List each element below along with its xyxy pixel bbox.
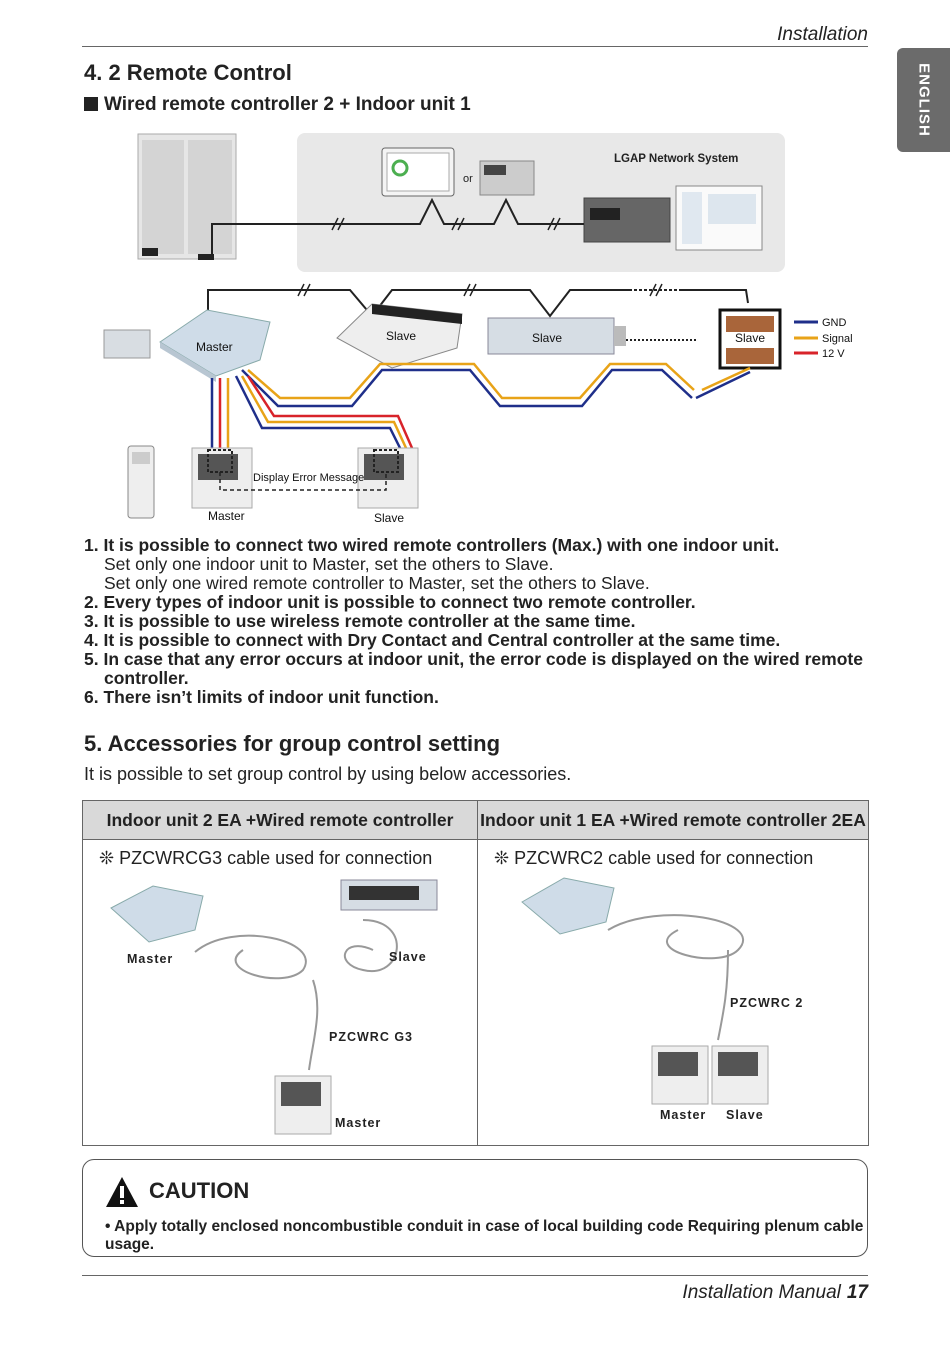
cassette-unit-image [110, 885, 204, 943]
wired-controller-image [274, 1075, 332, 1135]
left-controller-label: Master [335, 1116, 382, 1130]
section-4-subtitle-text: Wired remote controller 2 + Indoor unit … [104, 94, 471, 115]
wireless-remote-image [127, 445, 155, 519]
note-6: 6. There isn’t limits of indoor unit fun… [84, 687, 439, 707]
left-master-unit-label: Master [127, 952, 174, 966]
or-label: or [463, 173, 473, 185]
slave-unit-label-2: Slave [532, 331, 562, 345]
note-4: 4. It is possible to connect with Dry Co… [84, 630, 781, 650]
footer-rule [82, 1275, 868, 1276]
caution-title: CAUTION [149, 1178, 250, 1203]
slave-unit-label-1: Slave [386, 329, 416, 343]
notes-list: 1. It is possible to connect two wired r… [84, 536, 874, 707]
wiring-diagram: LGAP Network System or Master [103, 133, 853, 525]
dry-contact-image [103, 329, 151, 359]
master-cassette-image [159, 309, 271, 382]
art-cool-unit-image [718, 308, 782, 370]
duct-unit-image [340, 879, 438, 911]
legend-12v: 12 V [822, 348, 845, 360]
section-4-subtitle: Wired remote controller 2 + Indoor unit … [84, 94, 471, 116]
right-slave-label: Slave [726, 1108, 764, 1122]
footer-manual-title: Installation Manual [682, 1282, 841, 1303]
table-cell-left: ❊ PZCWRCG3 cable used for connection Mas… [82, 839, 478, 1146]
note-1: 1. It is possible to connect two wired r… [84, 535, 780, 555]
square-bullet-icon [84, 97, 98, 111]
note-5: 5. In case that any error occurs at indo… [84, 649, 863, 688]
outdoor-unit-image [137, 133, 237, 260]
legend-signal: Signal [822, 333, 853, 345]
right-cable-label: PZCWRC 2 [730, 996, 804, 1010]
language-tab-label: ENGLISH [915, 63, 932, 137]
legend-gnd: GND [822, 317, 847, 329]
pc-screen-image [675, 185, 763, 251]
caution-box: CAUTION • Apply totally enclosed noncomb… [82, 1159, 868, 1257]
master-wired-controller-image [191, 447, 253, 509]
right-cable-note: ❊ PZCWRC2 cable used for connection [494, 848, 814, 868]
header-rule [82, 46, 868, 47]
touch-controller-image [381, 147, 455, 197]
left-cable-label: PZCWRC G3 [329, 1030, 413, 1044]
slave-controller-label: Slave [374, 511, 404, 525]
warning-icon [106, 1177, 138, 1207]
right-master-label: Master [660, 1108, 707, 1122]
master-unit-label: Master [196, 340, 233, 354]
note-2: 2. Every types of indoor unit is possibl… [84, 592, 696, 612]
table-cell-right: ❊ PZCWRC2 cable used for connection PZCW… [477, 839, 869, 1146]
ac-manager-image [583, 197, 671, 243]
group-wiring-right-diagram [521, 877, 769, 1105]
central-controller-image [479, 160, 535, 196]
language-tab: ENGLISH [897, 48, 950, 152]
network-label: LGAP Network System [614, 153, 738, 165]
left-slave-unit-label: Slave [389, 950, 427, 964]
table-header-left: Indoor unit 2 EA +Wired remote controlle… [82, 800, 478, 840]
group-wiring-left-diagram [110, 879, 438, 1135]
section-5-title: 5. Accessories for group control setting [84, 731, 501, 756]
cassette-unit-image [521, 877, 615, 935]
note-3: 3. It is possible to use wireless remote… [84, 611, 636, 631]
slave-wired-controller-image [357, 447, 419, 509]
slave-controller-image [711, 1045, 769, 1105]
header-section-title: Installation [777, 24, 868, 45]
error-message-label: Display Error Message [253, 472, 364, 484]
section-5-intro: It is possible to set group control by u… [84, 764, 572, 784]
page-number: 17 [846, 1282, 868, 1303]
master-controller-image [651, 1045, 709, 1105]
section-4-title: 4. 2 Remote Control [84, 60, 292, 85]
note-1-detail-b: Set only one wired remote controller to … [104, 573, 650, 593]
master-controller-label: Master [208, 509, 245, 523]
caution-text: • Apply totally enclosed noncombustible … [105, 1218, 864, 1253]
left-cable-note: ❊ PZCWRCG3 cable used for connection [99, 848, 433, 868]
table-header-right: Indoor unit 1 EA +Wired remote controlle… [477, 800, 869, 840]
note-1-detail-a: Set only one indoor unit to Master, set … [104, 554, 554, 574]
duct-unit-image [487, 317, 626, 355]
slave-unit-label-3: Slave [735, 331, 765, 345]
accessories-table: Indoor unit 2 EA +Wired remote controlle… [82, 800, 869, 1146]
